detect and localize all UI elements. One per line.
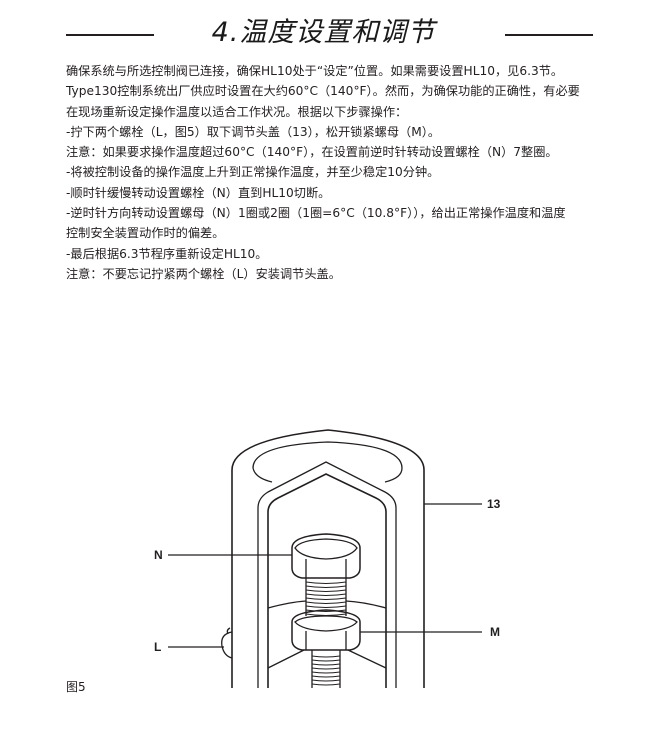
callout-m-lock-nut: M	[490, 625, 500, 639]
step-line: -将被控制设备的操作温度上升到正常操作温度，并至少稳定10分钟。	[66, 165, 440, 180]
step-line: -逆时针方向转动设置螺母（N）1圈或2圈（1圈=6°C（10.8°F）），给出正…	[66, 206, 566, 221]
section-title: 4.温度设置和调节	[211, 17, 436, 48]
figure-caption: 图5	[66, 680, 86, 694]
adjustment-head-drawing	[168, 429, 482, 688]
callout-l-screws: L	[154, 640, 162, 654]
callout-13-cap: 13	[487, 497, 501, 511]
step-line: -拧下两个螺栓（L，图5）取下调节头盖（13），松开锁紧螺母（M）。	[66, 124, 441, 139]
title-rule-left	[66, 34, 154, 36]
title-rule-right	[505, 34, 593, 36]
note-line: 注意：如果要求操作温度超过60°C（140°F），在设置前逆时针转动设置螺栓（N…	[66, 145, 558, 160]
paragraph-line: 确保系统与所选控制阀已连接，确保HL10处于“设定”位置。如果需要设置HL10，…	[66, 64, 564, 78]
section-header: 4.温度设置和调节	[0, 8, 647, 48]
callout-n-set-bolt: N	[154, 548, 163, 562]
step-line: -最后根据6.3节程序重新设定HL10。	[66, 246, 268, 261]
instructions-body: 确保系统与所选控制阀已连接，确保HL10处于“设定”位置。如果需要设置HL10，…	[66, 61, 596, 284]
step-line: 控制安全装置动作时的偏差。	[66, 226, 225, 241]
paragraph-line: 在现场重新设定操作温度以适合工作状况。根据以下步骤操作：	[66, 104, 408, 119]
note-line: 注意：不要忘记拧紧两个螺栓（L）安装调节头盖。	[66, 266, 341, 281]
step-line: -顺时针缓慢转动设置螺栓（N）直到HL10切断。	[66, 185, 331, 200]
paragraph-line: Type130控制系统出厂供应时设置在大约60°C（140°F）。然而，为确保功…	[66, 84, 580, 99]
adjustment-head-figure: 13 N L M	[140, 420, 520, 710]
